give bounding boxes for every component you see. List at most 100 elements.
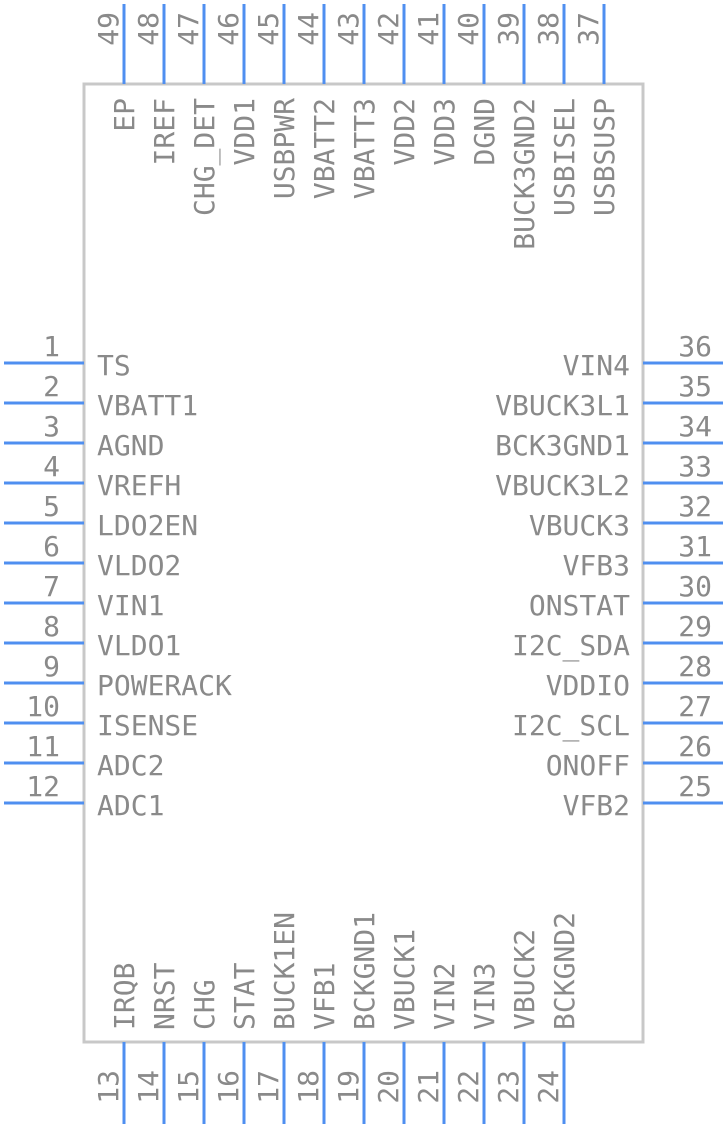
pin-39-number: 39: [492, 12, 525, 46]
pin-2-name: VBATT1: [97, 389, 198, 422]
pin-8-name: VLDO1: [97, 629, 181, 662]
pin-35-name: VBUCK3L1: [495, 389, 630, 422]
pin-49-name: EP: [108, 98, 141, 132]
pin-38-number: 38: [532, 12, 565, 46]
pin-23-number: 23: [492, 1070, 525, 1104]
pin-6-number: 6: [43, 530, 60, 563]
pin-18-name: VFB1: [308, 963, 341, 1030]
pin-29-number: 29: [678, 610, 712, 643]
pin-32-number: 32: [678, 490, 712, 523]
pin-17-name: BUCK1EN: [268, 912, 301, 1030]
pin-19-number: 19: [332, 1070, 365, 1104]
pin-35-number: 35: [678, 370, 712, 403]
pin-13-number: 13: [92, 1070, 125, 1104]
pin-3-name: AGND: [97, 429, 164, 462]
pin-4-number: 4: [43, 450, 60, 483]
pin-25-name: VFB2: [563, 789, 630, 822]
pin-14-name: NRST: [148, 962, 181, 1030]
pin-17-number: 17: [252, 1070, 285, 1104]
pin-19-name: BCKGND1: [348, 912, 381, 1030]
pin-46-name: VDD1: [228, 98, 261, 165]
pin-23-name: VBUCK2: [508, 929, 541, 1030]
pin-14-number: 14: [132, 1070, 165, 1104]
pin-11-number: 11: [26, 730, 60, 763]
pin-33-name: VBUCK3L2: [495, 469, 630, 502]
pin-42-name: VDD2: [388, 98, 421, 165]
pin-12-name: ADC1: [97, 789, 164, 822]
pin-16-number: 16: [212, 1070, 245, 1104]
pin-29-name: I2C_SDA: [512, 629, 630, 663]
pin-48-number: 48: [132, 12, 165, 46]
chip-body: [82, 82, 645, 1044]
pin-7-name: VIN1: [97, 589, 164, 622]
pin-26-name: ONOFF: [546, 749, 630, 782]
pin-20-name: VBUCK1: [388, 929, 421, 1030]
pin-41-number: 41: [412, 12, 445, 46]
pin-3-number: 3: [43, 410, 60, 443]
pin-40-number: 40: [452, 12, 485, 46]
pin-37-number: 37: [572, 12, 605, 46]
pin-49-number: 49: [92, 12, 125, 46]
pin-48-name: IREF: [148, 98, 181, 165]
labels-layer: 1TS2VBATT13AGND4VREFH5LDO2EN6VLDO27VIN18…: [26, 12, 712, 1104]
pin-34-number: 34: [678, 410, 712, 443]
pin-2-number: 2: [43, 370, 60, 403]
pin-16-name: STAT: [228, 962, 261, 1030]
pin-32-name: VBUCK3: [529, 509, 630, 542]
pin-45-number: 45: [252, 12, 285, 46]
pin-27-name: I2C_SCL: [512, 709, 630, 743]
pin-33-number: 33: [678, 450, 712, 483]
pin-27-number: 27: [678, 690, 712, 723]
pin-40-name: DGND: [468, 98, 501, 165]
pin-36-number: 36: [678, 330, 712, 363]
pin-38-name: USBISEL: [548, 98, 581, 216]
pin-22-name: VIN3: [468, 963, 501, 1030]
pin-4-name: VREFH: [97, 469, 181, 502]
pin-7-number: 7: [43, 570, 60, 603]
pin-28-name: VDDIO: [546, 669, 630, 702]
pin-30-name: ONSTAT: [529, 589, 630, 622]
pin-44-number: 44: [292, 12, 325, 46]
pin-5-name: LDO2EN: [97, 509, 198, 542]
pin-12-number: 12: [26, 770, 60, 803]
pin-30-number: 30: [678, 570, 712, 603]
pin-43-number: 43: [332, 12, 365, 46]
pins-layer: [4, 4, 723, 1124]
pin-1-number: 1: [43, 330, 60, 363]
pin-28-number: 28: [678, 650, 712, 683]
pin-8-number: 8: [43, 610, 60, 643]
pin-10-number: 10: [26, 690, 60, 723]
pin-20-number: 20: [372, 1070, 405, 1104]
pin-45-name: USBPWR: [268, 98, 301, 199]
pin-22-number: 22: [452, 1070, 485, 1104]
pin-9-number: 9: [43, 650, 60, 683]
pin-11-name: ADC2: [97, 749, 164, 782]
pin-43-name: VBATT3: [348, 98, 381, 199]
pin-47-number: 47: [172, 12, 205, 46]
pin-34-name: BCK3GND1: [495, 429, 630, 462]
pin-25-number: 25: [678, 770, 712, 803]
pin-5-number: 5: [43, 490, 60, 523]
pin-36-name: VIN4: [563, 349, 630, 382]
pin-21-name: VIN2: [428, 963, 461, 1030]
pin-26-number: 26: [678, 730, 712, 763]
pin-24-name: BCKGND2: [548, 912, 581, 1030]
pin-15-number: 15: [172, 1070, 205, 1104]
pin-9-name: POWERACK: [97, 669, 232, 702]
pin-18-number: 18: [292, 1070, 325, 1104]
pin-41-name: VDD3: [428, 98, 461, 165]
pin-42-number: 42: [372, 12, 405, 46]
pin-24-number: 24: [532, 1070, 565, 1104]
pin-44-name: VBATT2: [308, 98, 341, 199]
pin-15-name: CHG: [188, 979, 221, 1030]
pin-47-name: CHG_DET: [188, 98, 222, 216]
pin-1-name: TS: [97, 349, 131, 382]
pin-10-name: ISENSE: [97, 709, 198, 742]
pin-46-number: 46: [212, 12, 245, 46]
pin-13-name: IRQB: [108, 963, 141, 1030]
pin-31-number: 31: [678, 530, 712, 563]
pin-37-name: USBSUSP: [588, 98, 621, 216]
pin-21-number: 21: [412, 1070, 445, 1104]
pin-39-name: BUCK3GND2: [508, 98, 541, 250]
